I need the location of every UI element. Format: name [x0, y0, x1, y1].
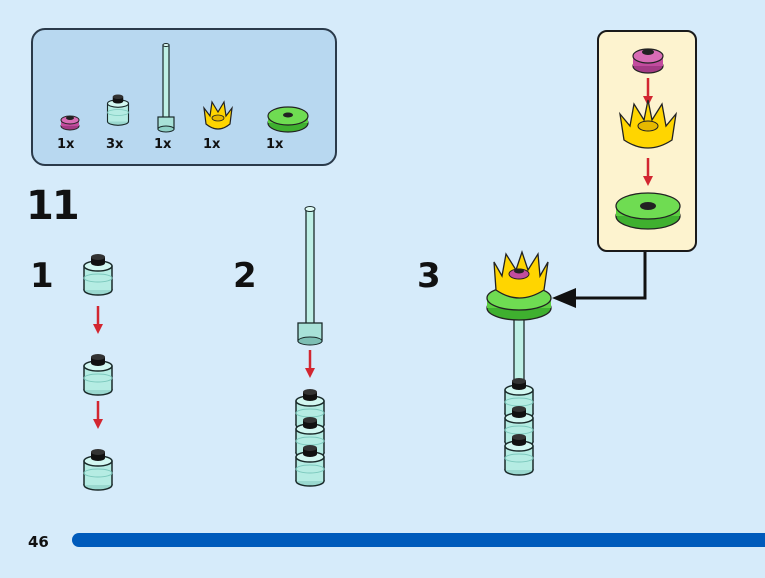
- part-qty: 3x: [106, 137, 124, 152]
- substep-1-illustration: [83, 253, 113, 491]
- substep-label: 3: [417, 256, 441, 296]
- substep-label: 1: [30, 256, 54, 296]
- callout-connector-arrow: [552, 252, 647, 308]
- part-qty: 1x: [203, 137, 221, 152]
- page-number: 46: [28, 533, 49, 551]
- substep-3-illustration: [486, 249, 552, 476]
- page-bar: [72, 533, 765, 547]
- transparent-round-brick-icon: [106, 93, 130, 126]
- parts-list-box: [31, 28, 337, 166]
- transparent-antenna-bar-icon: [157, 43, 175, 133]
- step-number: 11: [26, 183, 80, 229]
- yellow-flower-petal-cup-icon: [203, 100, 233, 130]
- substep-2-illustration: [295, 206, 325, 487]
- part-qty: 1x: [154, 137, 172, 152]
- magenta-flat-round-plate-icon: [60, 115, 80, 131]
- callout-illustration: [615, 48, 681, 230]
- part-qty: 1x: [57, 137, 75, 152]
- part-qty: 1x: [266, 137, 284, 152]
- substep-label: 2: [233, 256, 257, 296]
- green-round-tile-icon: [267, 106, 309, 133]
